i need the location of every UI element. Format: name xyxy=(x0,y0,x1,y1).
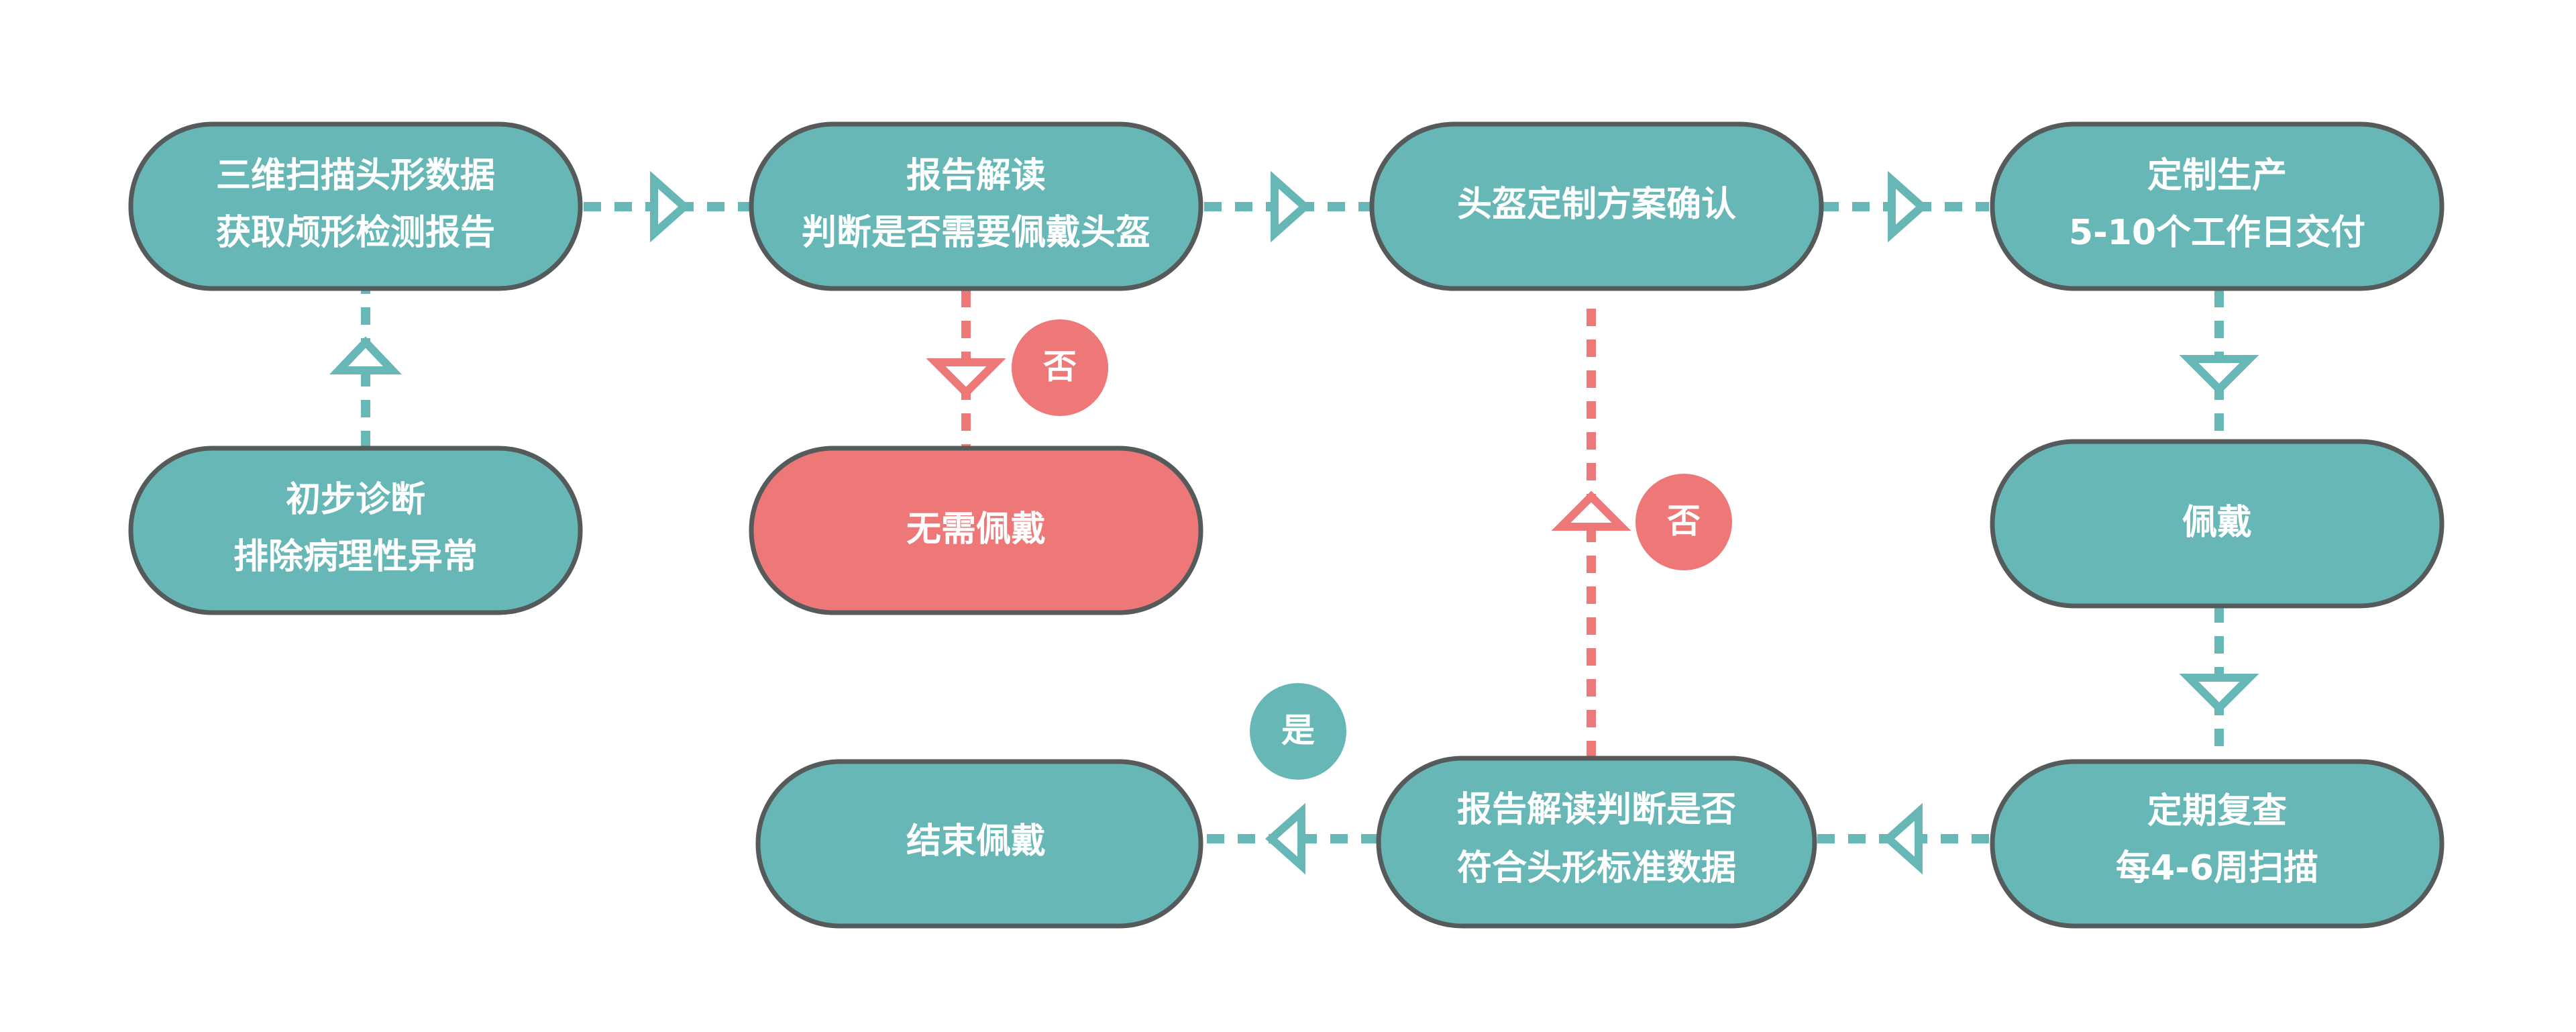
arrow-right-icon xyxy=(1888,170,1929,243)
node-helmet-plan-confirm: 头盔定制方案确认 xyxy=(1369,121,1824,291)
node-wear-helmet: 佩戴 xyxy=(1990,439,2445,609)
node-scan-head-data: 三维扫描头形数据 获取颅形检测报告 xyxy=(128,121,583,291)
node-end-wearing: 结束佩戴 xyxy=(755,759,1203,929)
node-label-line2: 5-10个工作日交付 xyxy=(2069,213,2365,253)
edge-scan-to-interpret xyxy=(584,170,751,243)
node-shape xyxy=(1376,756,1817,929)
arrow-down-icon xyxy=(926,358,1006,399)
node-label-line2: 获取颅形检测报告 xyxy=(216,213,495,253)
badge-circle xyxy=(1012,319,1108,416)
node-label-line1: 定制生产 xyxy=(2147,156,2287,196)
node-label-line1: 报告解读判断是否 xyxy=(1457,790,1736,830)
edge-confirm-to-produce xyxy=(1821,170,1989,243)
node-shape xyxy=(1990,759,2445,929)
arrow-right-icon xyxy=(1271,170,1311,243)
node-label: 佩戴 xyxy=(2182,503,2252,543)
edge-diagnose-to-scan xyxy=(329,289,402,448)
arrow-down-icon xyxy=(2179,355,2259,395)
node-label-line2: 判断是否需要佩戴头盔 xyxy=(802,213,1150,253)
badge-label: 否 xyxy=(1667,502,1701,541)
node-label-line1: 初步诊断 xyxy=(286,480,425,520)
arrow-up-icon xyxy=(1551,491,1631,531)
edge-wear-to-recheck xyxy=(2179,605,2259,765)
arrow-up-icon xyxy=(329,336,402,374)
badge-circle xyxy=(1635,474,1732,570)
arrow-right-icon xyxy=(650,170,691,243)
node-no-need-to-wear: 无需佩戴 xyxy=(749,446,1203,615)
node-shape xyxy=(1990,121,2445,291)
node-shape xyxy=(749,121,1203,291)
node-label-line1: 定期复查 xyxy=(2147,791,2287,831)
badge-label: 是 xyxy=(1281,711,1315,750)
node-initial-diagnosis: 初步诊断 排除病理性异常 xyxy=(128,446,583,615)
badge-no: 否 xyxy=(1635,474,1732,570)
edge-produce-to-wear xyxy=(2179,290,2259,448)
badge-label: 否 xyxy=(1043,348,1077,386)
edge-evaluate-to-end xyxy=(1201,803,1379,875)
node-shape xyxy=(128,121,583,291)
node-label: 无需佩戴 xyxy=(906,509,1046,550)
edge-recheck-to-evaluate xyxy=(1811,803,1989,875)
edge-interpret-to-no-need xyxy=(926,290,1006,448)
node-label-line2: 排除病理性异常 xyxy=(233,537,478,577)
arrow-down-icon xyxy=(2179,674,2259,714)
node-periodic-recheck: 定期复查 每4-6周扫描 xyxy=(1990,759,2445,929)
node-shape xyxy=(755,759,1203,929)
edge-evaluate-to-confirm xyxy=(1551,295,1631,758)
edge-interpret-to-confirm xyxy=(1204,170,1372,243)
node-label: 结束佩戴 xyxy=(906,821,1046,862)
node-shape xyxy=(1990,439,2445,609)
arrow-left-icon xyxy=(1265,803,1305,875)
node-shape xyxy=(128,446,583,615)
node-label-line1: 报告解读 xyxy=(906,156,1046,196)
node-label-line2: 符合头形标准数据 xyxy=(1457,848,1736,888)
node-label: 头盔定制方案确认 xyxy=(1457,185,1736,225)
node-evaluate-standard: 报告解读判断是否 符合头形标准数据 xyxy=(1376,756,1817,929)
badge-circle xyxy=(1250,683,1346,780)
node-report-interpretation: 报告解读 判断是否需要佩戴头盔 xyxy=(749,121,1203,291)
node-shape xyxy=(1369,121,1824,291)
badge-no: 否 xyxy=(1012,319,1108,416)
node-label-line1: 三维扫描头形数据 xyxy=(216,156,495,196)
node-shape xyxy=(749,446,1203,615)
badge-yes: 是 xyxy=(1250,683,1346,780)
node-custom-production: 定制生产 5-10个工作日交付 xyxy=(1990,121,2445,291)
node-label-line2: 每4-6周扫描 xyxy=(2116,848,2318,888)
arrow-left-icon xyxy=(1882,803,1923,875)
